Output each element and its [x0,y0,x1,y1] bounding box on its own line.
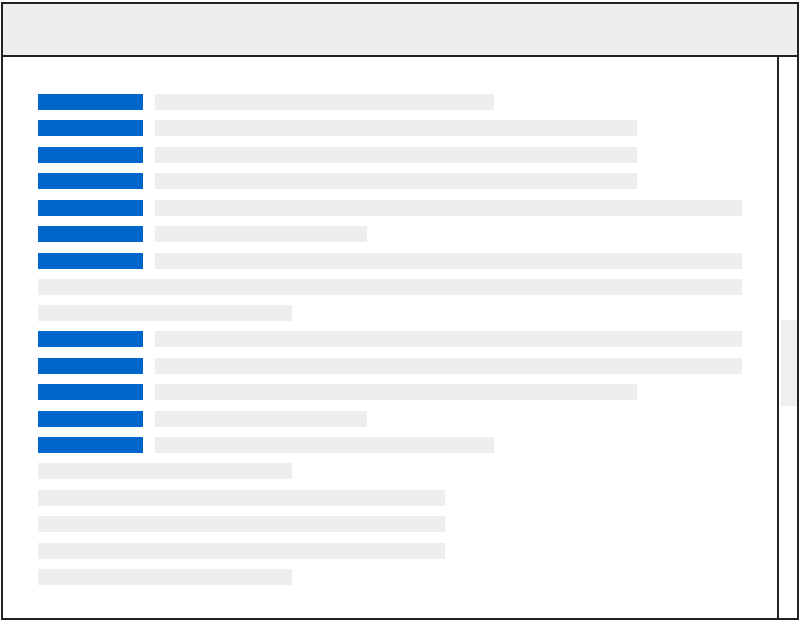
item-value [155,331,742,347]
item-key[interactable] [38,437,143,453]
item-value [155,411,367,427]
list-item[interactable] [3,120,777,136]
text-line-bar [38,490,445,506]
list-item[interactable] [3,358,777,374]
text-line-bar [38,305,292,321]
item-value [155,94,494,110]
text-line [3,463,777,479]
text-line [3,279,777,295]
list-item[interactable] [3,253,777,269]
list-item[interactable] [3,147,777,163]
text-line [3,305,777,321]
item-value [155,358,742,374]
item-key[interactable] [38,411,143,427]
item-value [155,384,637,400]
text-line-bar [38,279,742,295]
text-line [3,490,777,506]
text-line-bar [38,543,445,559]
item-key[interactable] [38,358,143,374]
list-item[interactable] [3,411,777,427]
item-key[interactable] [38,94,143,110]
text-line [3,569,777,585]
item-value [155,120,637,136]
vertical-scrollbar[interactable] [777,57,797,618]
list-item[interactable] [3,331,777,347]
item-key[interactable] [38,200,143,216]
content-area [3,57,777,618]
text-line-bar [38,569,292,585]
list-item[interactable] [3,437,777,453]
item-key[interactable] [38,120,143,136]
item-value [155,147,637,163]
text-line-bar [38,516,445,532]
item-value [155,173,637,189]
text-line [3,516,777,532]
item-key[interactable] [38,253,143,269]
scrollbar-thumb[interactable] [781,320,797,406]
item-key[interactable] [38,147,143,163]
list-item[interactable] [3,200,777,216]
title-bar[interactable] [3,4,797,57]
list-item[interactable] [3,173,777,189]
text-line [3,543,777,559]
list-item[interactable] [3,94,777,110]
item-value [155,200,742,216]
text-line-bar [38,463,292,479]
list-item[interactable] [3,384,777,400]
list-item[interactable] [3,226,777,242]
item-key[interactable] [38,331,143,347]
item-key[interactable] [38,226,143,242]
item-key[interactable] [38,173,143,189]
item-value [155,437,494,453]
item-value [155,226,367,242]
item-value [155,253,742,269]
item-key[interactable] [38,384,143,400]
